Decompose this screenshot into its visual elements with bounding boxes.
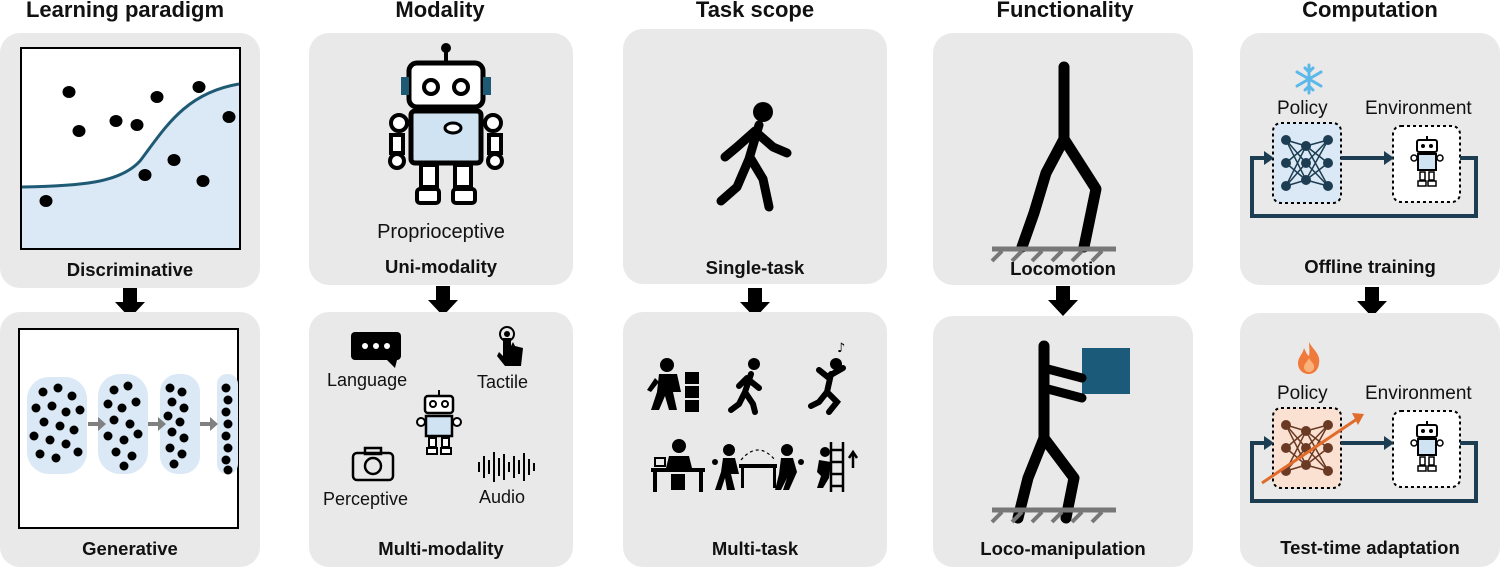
audio-label: Audio [479, 487, 526, 507]
policy-label: Policy [1277, 98, 1328, 119]
neural-network-icon [1250, 122, 1478, 218]
loco-manipulation-panel: Loco-manipulation [933, 316, 1193, 567]
discriminative-label: Discriminative [66, 259, 194, 280]
policy-label: Policy [1277, 383, 1328, 404]
locomotion-label: Locomotion [1010, 258, 1116, 279]
down-arrow-icon [740, 288, 770, 318]
down-arrow-icon [1357, 287, 1387, 317]
multi-task-label: Multi-task [711, 538, 799, 559]
speech-bubble-icon [351, 332, 401, 368]
column-title-modality: Modality [395, 0, 485, 22]
proprioceptive-label: Proprioceptive [377, 221, 505, 243]
single-task-label: Single-task [705, 257, 805, 278]
audio-wave-icon [478, 452, 535, 482]
multi-task-panel: ♪ Multi-t [623, 312, 887, 567]
test-time-adaptation-panel: Policy Environment [1240, 313, 1500, 567]
uni-modality-panel: Proprioceptive Uni-modality [309, 33, 573, 285]
discriminative-panel: Discriminative [0, 33, 260, 288]
uni-modality-label: Uni-modality [384, 256, 498, 277]
loco-manipulation-label: Loco-manipulation [980, 538, 1146, 559]
svg-text:♪: ♪ [837, 341, 845, 356]
tactile-label: Tactile [477, 372, 529, 392]
robot-icon [388, 43, 504, 205]
camera-icon [351, 446, 395, 482]
language-label: Language [327, 370, 408, 390]
locomotion-panel: Locomotion [933, 33, 1193, 285]
column-title-task-scope: Task scope [695, 0, 815, 22]
perceptive-label: Perceptive [323, 489, 409, 509]
test-time-adaptation-label: Test-time adaptation [1280, 537, 1460, 558]
multi-modality-label: Multi-modality [378, 538, 504, 559]
environment-label: Environment [1365, 383, 1472, 404]
offline-training-label: Offline training [1304, 256, 1436, 277]
flame-icon [1298, 342, 1320, 374]
column-title-functionality: Functionality [996, 0, 1134, 22]
touch-icon [497, 326, 523, 366]
scatter-plot-icon [20, 47, 241, 250]
single-task-panel: Single-task [623, 29, 887, 284]
loco-manipulation-icon [990, 340, 1130, 524]
generative-panel: Generative [0, 312, 260, 567]
robot-icon [416, 390, 462, 455]
generative-label: Generative [82, 538, 178, 559]
down-arrow-icon [1048, 286, 1078, 316]
snowflake-icon [1295, 63, 1323, 95]
offline-training-panel: Policy Environment [1240, 33, 1500, 285]
down-arrow-icon [428, 286, 458, 316]
walking-person-icon [716, 102, 792, 212]
column-title-learning-paradigm: Learning paradigm [25, 0, 225, 22]
down-arrow-icon [115, 288, 145, 318]
environment-label: Environment [1365, 98, 1472, 119]
multi-modality-panel: Language Tactile Perceptive Audio Multi-… [309, 312, 573, 567]
multitask-icons: ♪ [647, 341, 859, 492]
stick-leg-icon [990, 61, 1116, 263]
diffusion-steps-icon [18, 328, 239, 529]
column-title-computation: Computation [1302, 0, 1438, 22]
neural-network-icon [1250, 407, 1478, 503]
